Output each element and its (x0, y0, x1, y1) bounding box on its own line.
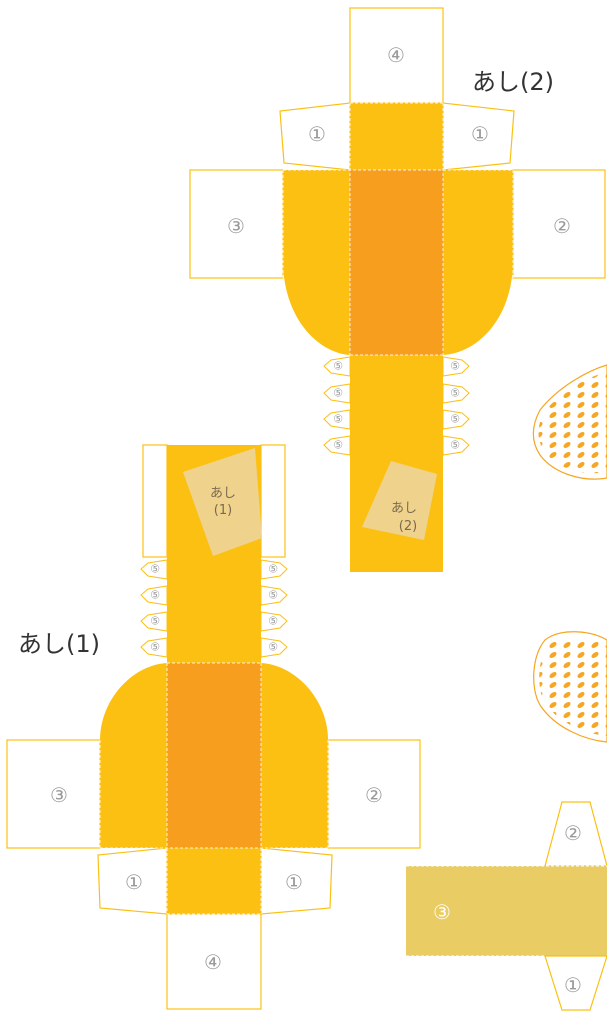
leg1-label-1-right: ① (285, 870, 303, 894)
leg2-label-5: ⑤ (450, 360, 460, 373)
strip-tab-1 (544, 955, 607, 1011)
leg1-label-5: ⑤ (268, 615, 278, 628)
leg1-template (6, 444, 421, 1010)
leg1-label-5: ⑤ (150, 615, 160, 628)
strip-label-1: ① (564, 973, 582, 997)
leg1-label-2: ② (365, 783, 383, 807)
leg2-tab-2 (512, 169, 606, 279)
leg2-label-5: ⑤ (333, 439, 343, 452)
strip-panel-3 (406, 866, 607, 956)
leg2-label-4: ④ (387, 43, 405, 67)
body-strip-piece (406, 801, 607, 1011)
strip-label-2: ② (564, 821, 582, 845)
leg1-title: あし(1) (18, 630, 100, 658)
leg2-label-tag (362, 461, 437, 540)
wheat-grain-icon (532, 364, 607, 480)
leg1-label-5: ⑤ (268, 589, 278, 602)
leg2-label-2: ② (553, 214, 571, 238)
leg1-label-4: ④ (204, 950, 222, 974)
leg2-label-1-right: ① (471, 122, 489, 146)
leg1-tab-2 (327, 739, 421, 849)
leg2-label-5: ⑤ (333, 387, 343, 400)
leg1-tag-number: (1) (214, 503, 232, 518)
leg2-center-panel (350, 170, 443, 355)
leg2-label-1-left: ① (308, 122, 326, 146)
leg2-label-5: ⑤ (450, 387, 460, 400)
leg2-tag-number: (2) (399, 519, 417, 534)
strip-label-3: ③ (433, 900, 451, 924)
leg1-label-5: ⑤ (268, 563, 278, 576)
leg1-tab-1-right (260, 847, 333, 915)
leg2-title: あし(2) (472, 68, 554, 96)
leg2-tab-3 (189, 169, 284, 279)
leg1-label-5: ⑤ (150, 641, 160, 654)
leg1-tab-3 (6, 739, 101, 849)
leg1-tag-text: あし (210, 486, 236, 501)
leg2-label-5: ⑤ (450, 439, 460, 452)
leg2-label-5: ⑤ (450, 413, 460, 426)
leg2-tab-4 (349, 7, 444, 104)
leg1-label-3: ③ (50, 783, 68, 807)
leg1-center-panel (167, 663, 261, 848)
leg2-label-5: ⑤ (333, 413, 343, 426)
wheat-grain-icon-2 (533, 631, 607, 743)
leg1-label-1-left: ① (125, 870, 143, 894)
leg2-template (189, 7, 606, 572)
leg1-label-5: ⑤ (268, 641, 278, 654)
leg2-label-3: ③ (227, 214, 245, 238)
leg2-tag-text: あし (391, 501, 417, 516)
leg1-label-5: ⑤ (150, 589, 160, 602)
leg1-label-tag (183, 448, 262, 556)
leg1-label-5: ⑤ (150, 563, 160, 576)
leg1-tab-4 (166, 913, 262, 1010)
strip-tab-2 (544, 801, 607, 867)
leg2-label-5: ⑤ (333, 360, 343, 373)
leg1-tab-1-left (97, 847, 168, 915)
